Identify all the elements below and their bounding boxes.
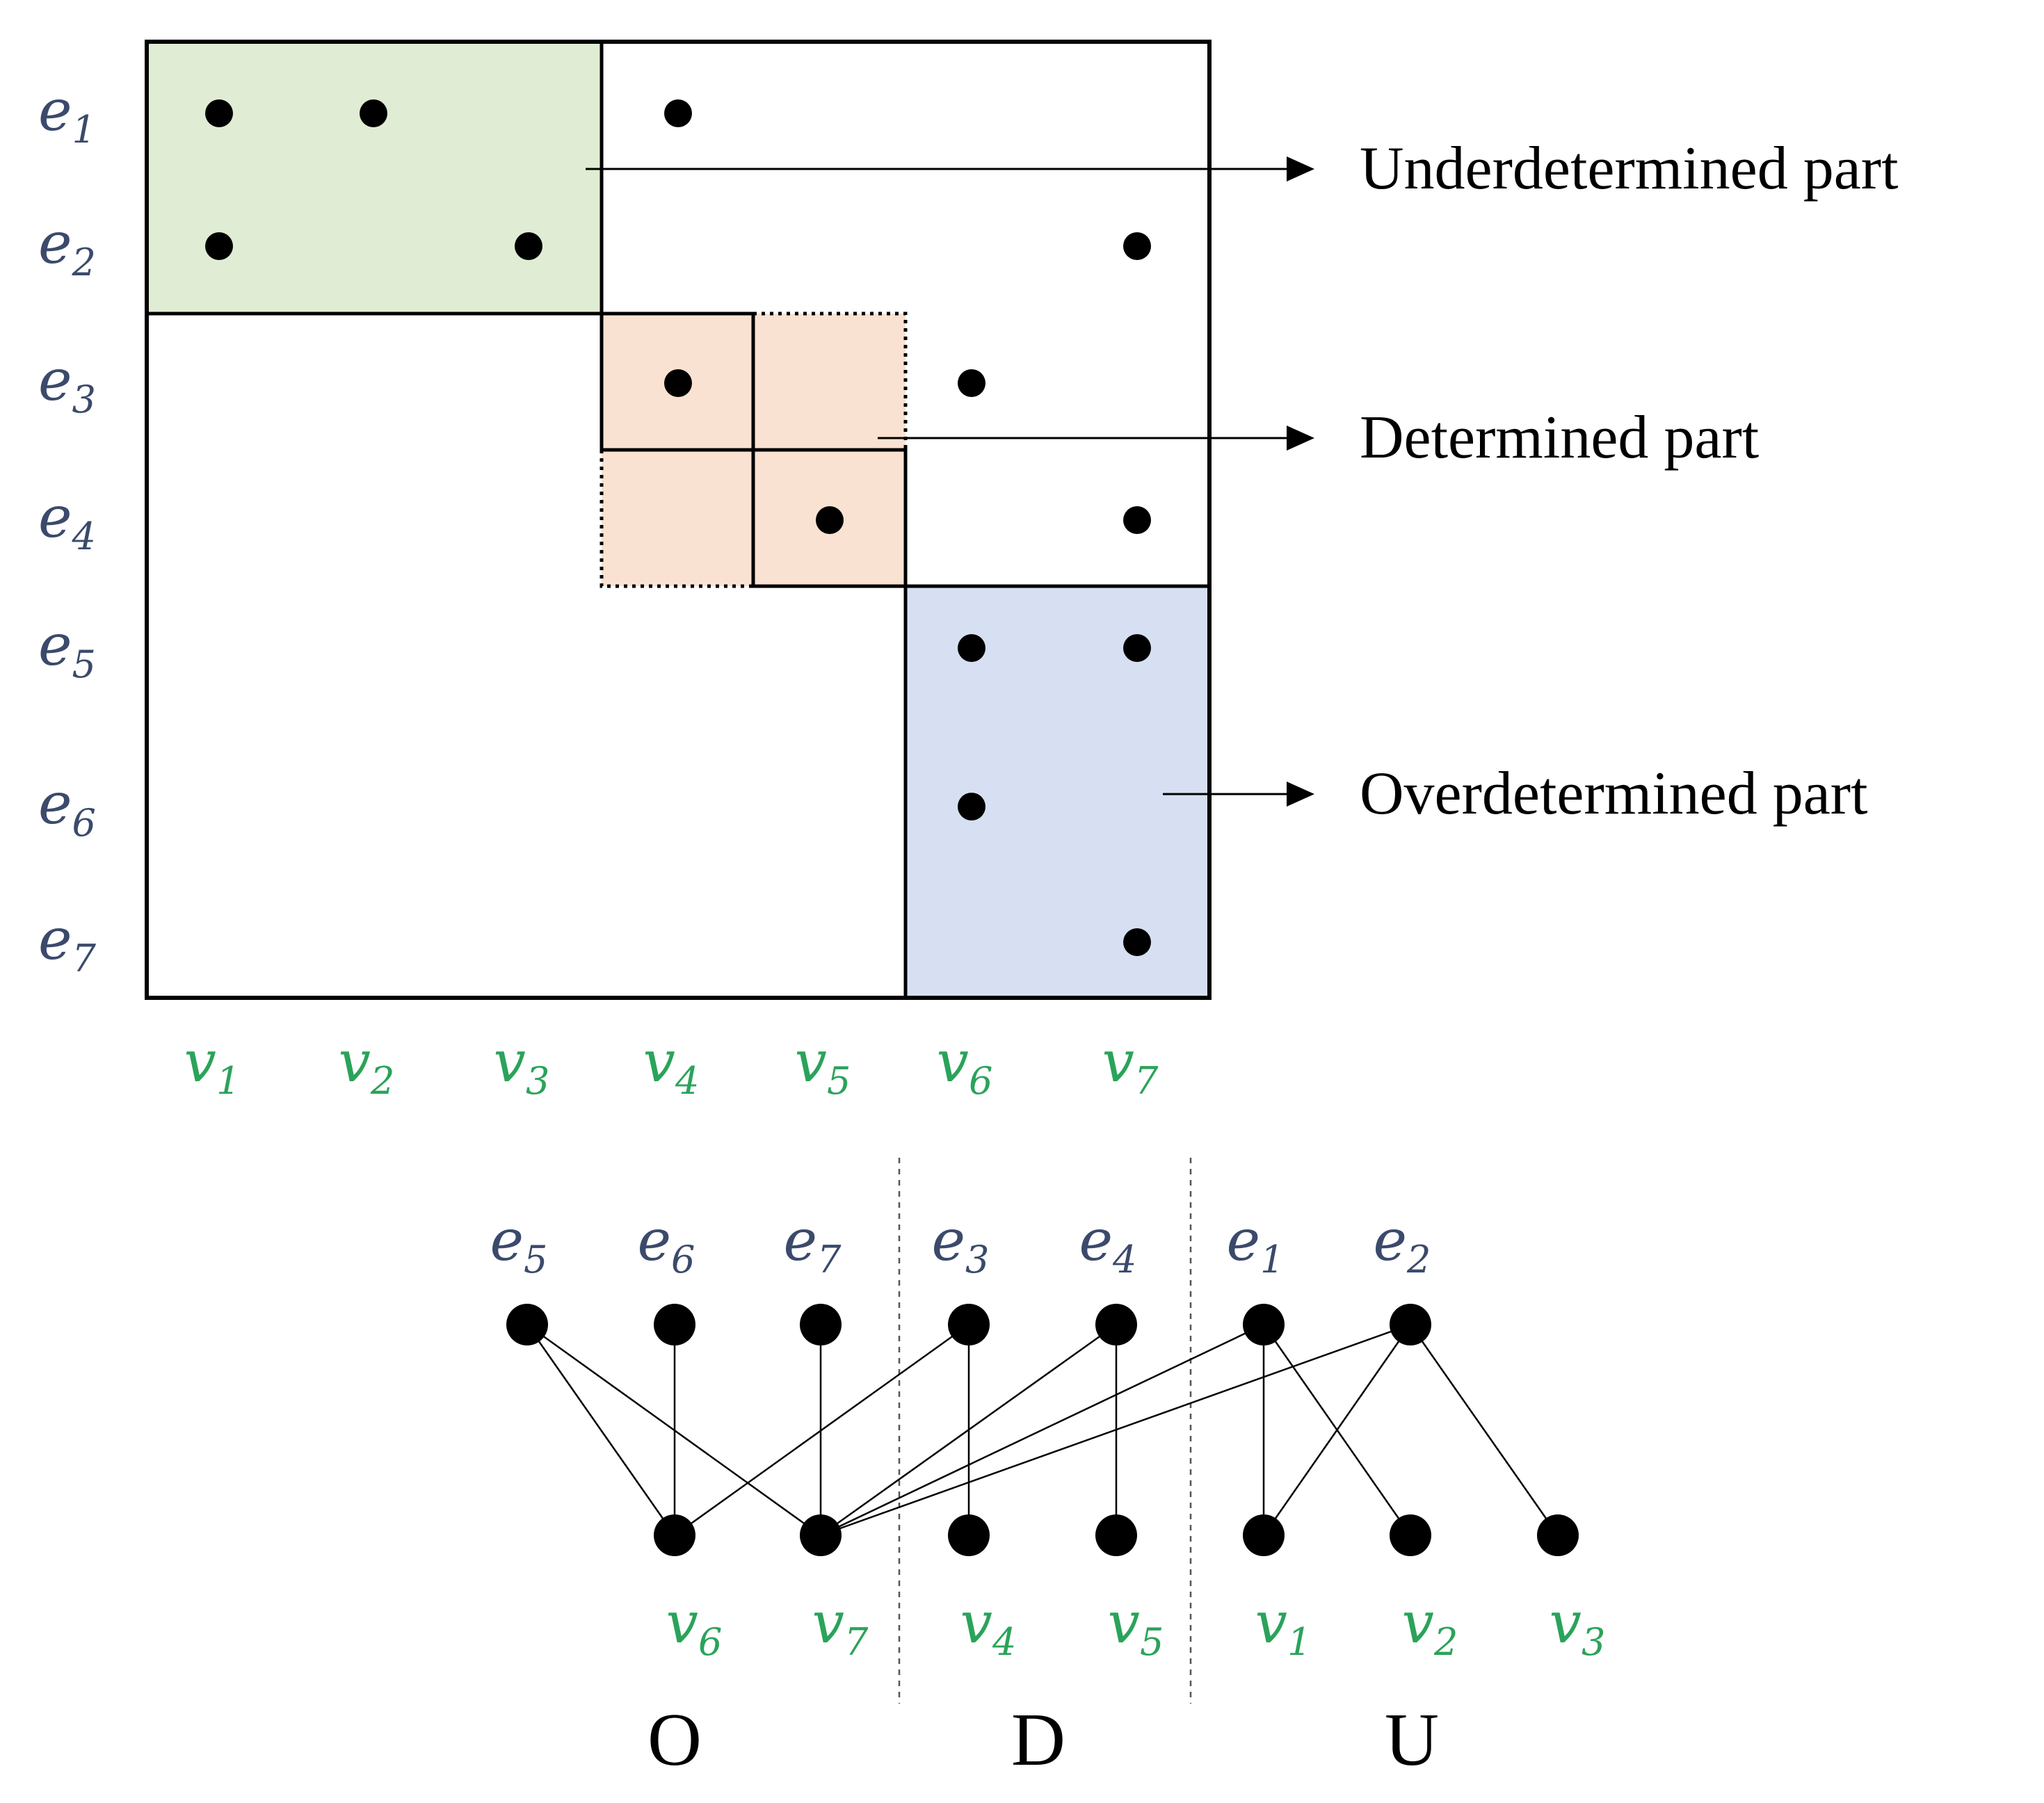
node-label-v4: v4 [960,1590,1017,1664]
row-label-e7: e7 [38,907,97,980]
row-label-e1: e1 [38,78,96,152]
determined-cell-e4-v4-dotted [599,450,753,588]
bipartite-nodes [506,1304,1579,1556]
node-e5 [506,1304,548,1345]
entry-e1-v4 [664,99,692,127]
entry-e2-v3 [515,232,542,260]
entry-e4-v5 [816,506,844,534]
col-label-v3: v3 [494,1029,550,1103]
overdetermined-arrow [1163,782,1314,807]
node-e3 [948,1304,990,1345]
row-label-e6: e6 [38,771,96,845]
edge-e1-v7 [820,1323,1264,1537]
partition-label-u: U [1385,1699,1439,1781]
determined-arrow [878,426,1314,451]
edge-e4-v7 [820,1323,1117,1537]
row-label-e5: e5 [38,613,96,686]
determined-cell-e3-v4-outline [599,312,755,452]
overdetermined-block [906,586,1209,998]
node-e2 [1390,1304,1431,1345]
entry-e6-v6 [958,793,985,820]
entry-e4-v7 [1123,506,1151,534]
underdetermined-arrow [586,156,1314,181]
entry-e7-v7 [1123,928,1151,956]
partition-label-o: O [647,1699,702,1781]
node-e7 [800,1304,842,1345]
matrix-border [145,40,1212,1000]
entry-e5-v6 [958,634,985,662]
partition-label-d: D [1011,1699,1065,1781]
determined-cell-e3-v5-dotted [753,312,908,450]
col-label-v2: v2 [339,1029,395,1103]
row-labels: e1 e2 e3 e4 e5 e6 e7 [38,78,97,980]
underdetermined-block [145,40,604,316]
bipartite-edges [526,1323,1559,1537]
node-label-e6: e6 [638,1208,695,1281]
determined-cell-e4-v5-outline [751,448,908,588]
node-label-v2: v2 [1402,1590,1458,1664]
col-label-v5: v5 [795,1029,851,1103]
node-v1 [1243,1514,1285,1556]
determined-block-bottom-left [602,450,753,586]
node-label-e5: e5 [490,1208,548,1281]
entry-e2-v7 [1123,232,1151,260]
node-v4 [948,1514,990,1556]
col-label-v1: v1 [184,1029,241,1103]
node-v6 [654,1514,695,1556]
node-e4 [1095,1304,1137,1345]
node-v3 [1537,1514,1579,1556]
node-v7 [800,1514,842,1556]
entry-e3-v4 [664,369,692,397]
bipartite-labels: e5 e6 e7 e3 e4 e1 e2 v6 v7 v4 v5 v1 v2 v3 [490,1208,1606,1664]
entry-e1-v1 [205,99,233,127]
determined-block-top-right [753,314,906,450]
node-label-e3: e3 [932,1208,990,1281]
column-labels: v1 v2 v3 v4 v5 v6 v7 [184,1029,1159,1103]
node-label-e7: e7 [784,1208,842,1281]
node-label-v1: v1 [1255,1590,1312,1664]
node-e1 [1243,1304,1285,1345]
matrix-entries [205,99,1151,956]
edge-e2-v1 [1262,1324,1412,1536]
row-label-e2: e2 [38,211,96,284]
determined-label: Determined part [1360,404,1759,471]
col-label-v6: v6 [937,1029,993,1103]
node-label-v6: v6 [666,1590,723,1664]
node-label-v3: v3 [1550,1590,1606,1664]
col-label-v4: v4 [643,1029,700,1103]
edge-e5-v6 [526,1324,676,1536]
node-label-e4: e4 [1079,1208,1137,1281]
entry-e1-v2 [360,99,387,127]
row-label-e3: e3 [38,348,96,421]
entry-e5-v7 [1123,634,1151,662]
node-label-v7: v7 [812,1590,869,1664]
edge-e2-v3 [1409,1324,1559,1536]
node-label-e1: e1 [1227,1208,1285,1281]
node-v2 [1390,1514,1431,1556]
underdetermined-label: Underdetermined part [1360,135,1899,202]
entry-e2-v1 [205,232,233,260]
node-e6 [654,1304,695,1345]
row-label-e4: e4 [38,485,96,558]
node-label-e2: e2 [1374,1208,1431,1281]
col-label-v7: v7 [1102,1029,1159,1103]
edge-e2-v7 [820,1323,1411,1537]
node-label-v5: v5 [1108,1590,1164,1664]
edge-e3-v6 [674,1323,969,1537]
entry-e3-v6 [958,369,985,397]
node-v5 [1095,1514,1137,1556]
overdetermined-label: Overdetermined part [1360,760,1868,827]
